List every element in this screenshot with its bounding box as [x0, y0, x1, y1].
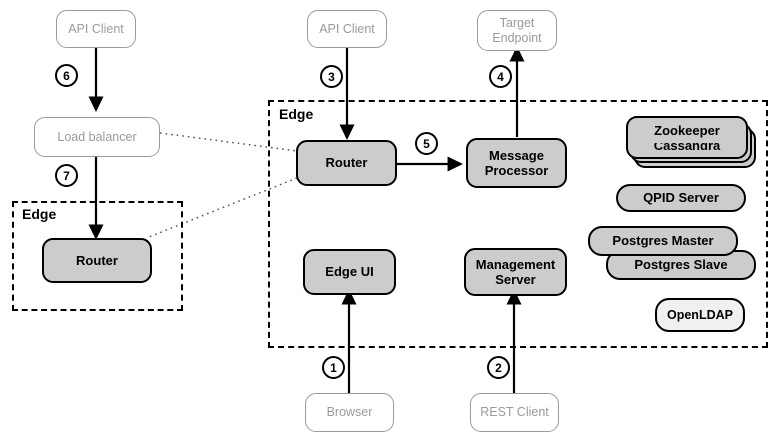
node-target-endpoint[interactable]: Target Endpoint — [477, 10, 557, 51]
node-target-endpoint-label-line1: Target — [499, 15, 535, 30]
node-rest-client-label: REST Client — [480, 405, 549, 420]
zone-edge-left-label: Edge — [22, 206, 57, 222]
step-badge-3: 3 — [320, 65, 343, 88]
step-badge-4-number: 4 — [497, 69, 504, 84]
node-api-client-left-label: API Client — [68, 21, 124, 36]
node-qpid-server[interactable]: QPID Server — [616, 184, 746, 212]
node-rest-client[interactable]: REST Client — [470, 393, 559, 432]
step-badge-2: 2 — [487, 356, 510, 379]
node-router-left[interactable]: Router — [42, 238, 152, 283]
node-postgres-master-label: Postgres Master — [612, 233, 714, 249]
node-load-balancer-label: Load balancer — [57, 129, 137, 144]
node-router-main-label: Router — [325, 155, 368, 171]
node-postgres-slave-label: Postgres Slave — [634, 257, 728, 273]
zone-edge-main-label: Edge — [279, 106, 314, 122]
step-badge-1-number: 1 — [330, 360, 337, 375]
node-api-client-mid-label: API Client — [319, 21, 375, 36]
node-openldap[interactable]: OpenLDAP — [655, 298, 745, 332]
node-message-processor-label-line2: Processor — [484, 163, 549, 178]
node-load-balancer[interactable]: Load balancer — [34, 117, 160, 157]
node-browser-label: Browser — [326, 405, 373, 420]
node-router-main[interactable]: Router — [296, 140, 397, 186]
node-zookeeper-label: Zookeeper — [654, 122, 720, 138]
node-management-server[interactable]: Management Server — [464, 248, 567, 296]
node-message-processor[interactable]: Message Processor — [466, 138, 567, 188]
step-badge-6: 6 — [55, 64, 78, 87]
zone-edge-left — [12, 201, 183, 311]
step-badge-5-number: 5 — [423, 136, 430, 151]
node-api-client-mid[interactable]: API Client — [307, 10, 387, 48]
step-badge-7-number: 7 — [63, 168, 70, 183]
node-openldap-label: OpenLDAP — [667, 307, 733, 322]
node-edge-ui[interactable]: Edge UI — [303, 249, 396, 295]
step-badge-7: 7 — [55, 164, 78, 187]
node-management-server-label-line2: Server — [495, 272, 536, 287]
node-message-processor-label-line1: Message — [489, 147, 544, 163]
step-badge-3-number: 3 — [328, 69, 335, 84]
step-badge-4: 4 — [489, 65, 512, 88]
node-postgres-master[interactable]: Postgres Master — [588, 226, 738, 256]
node-zookeeper[interactable]: Zookeeper — [626, 116, 748, 143]
node-api-client-left[interactable]: API Client — [56, 10, 136, 48]
node-router-left-label: Router — [76, 252, 118, 268]
step-badge-2-number: 2 — [495, 360, 502, 375]
node-target-endpoint-label-line2: Endpoint — [492, 30, 542, 45]
node-qpid-server-label: QPID Server — [643, 190, 719, 206]
step-badge-5: 5 — [415, 132, 438, 155]
node-browser[interactable]: Browser — [305, 393, 394, 432]
node-management-server-label-line1: Management — [475, 256, 556, 272]
node-edge-ui-label: Edge UI — [325, 264, 374, 280]
step-badge-6-number: 6 — [63, 68, 70, 83]
step-badge-1: 1 — [322, 356, 345, 379]
